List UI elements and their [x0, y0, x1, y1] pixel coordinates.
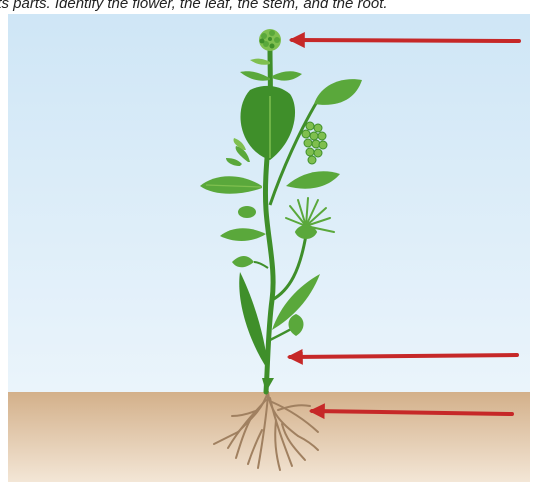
soil-background [8, 392, 530, 482]
stem-arrow [290, 355, 517, 357]
flower-head [259, 29, 281, 51]
flower-arrow [292, 40, 519, 41]
